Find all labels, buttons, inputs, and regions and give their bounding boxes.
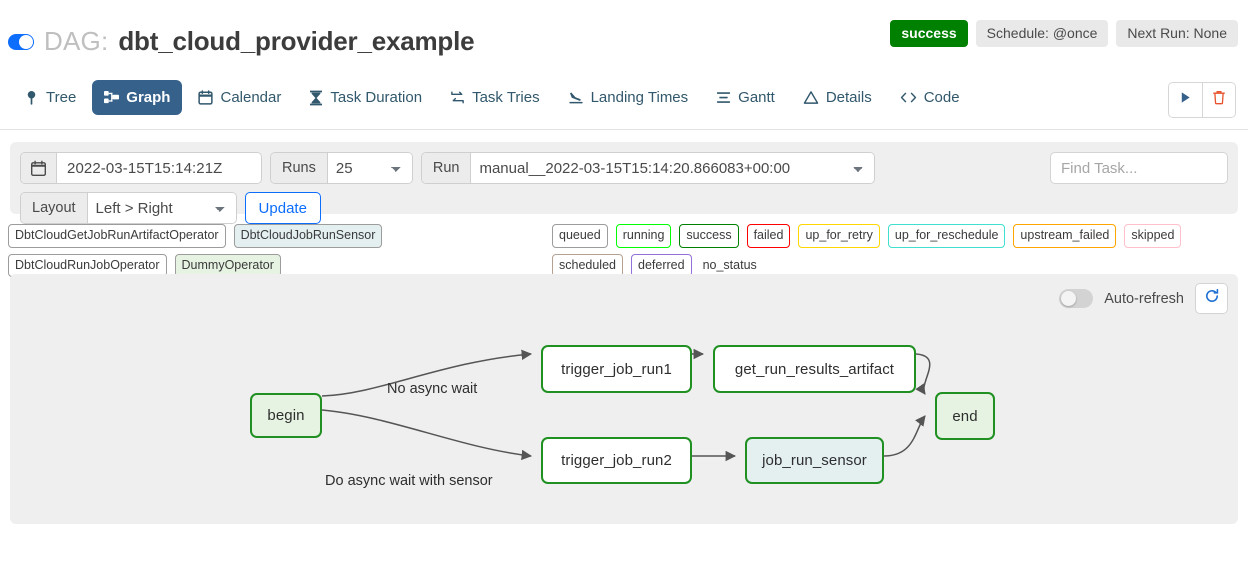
dag-nav-tabs: Tree Graph Calendar Task Duration Task T bbox=[0, 72, 1248, 130]
graph-node-job_run_sensor[interactable]: job_run_sensor bbox=[745, 437, 884, 484]
layout-select[interactable]: Left > RightRight > LeftTop > BottomBott… bbox=[87, 193, 236, 223]
layout-label: Layout bbox=[21, 193, 88, 223]
graph-edge-label: Do async wait with sensor bbox=[325, 473, 493, 489]
graph-edge-label: No async wait bbox=[387, 381, 478, 397]
tab-label: Graph bbox=[126, 89, 171, 106]
play-icon bbox=[1179, 91, 1192, 109]
tab-label: Details bbox=[825, 89, 872, 106]
runs-select[interactable]: 52550100365 bbox=[327, 153, 412, 183]
execution-date-group bbox=[20, 152, 262, 184]
tab-label: Tree bbox=[46, 89, 77, 106]
update-button[interactable]: Update bbox=[244, 192, 321, 224]
tab-details[interactable]: Details bbox=[791, 80, 884, 115]
runs-group: Runs 52550100365 bbox=[270, 152, 413, 184]
code-icon bbox=[900, 90, 917, 105]
tree-icon bbox=[24, 90, 39, 106]
state-legend-chip[interactable]: up_for_reschedule bbox=[887, 224, 1006, 248]
dag-pause-toggle[interactable] bbox=[8, 33, 34, 50]
state-legend-chip[interactable]: scheduled bbox=[552, 253, 623, 277]
tab-label: Landing Times bbox=[590, 89, 689, 106]
page-title: DAG: dbt_cloud_provider_example bbox=[8, 26, 475, 57]
tab-label: Gantt bbox=[738, 89, 775, 106]
delete-dag-button[interactable] bbox=[1202, 83, 1235, 117]
state-legend-chip[interactable]: no_status bbox=[702, 257, 757, 272]
state-legend-chip[interactable]: queued bbox=[552, 224, 608, 248]
graph-node-trigger_job_run2[interactable]: trigger_job_run2 bbox=[541, 437, 692, 484]
layout-group: Layout Left > RightRight > LeftTop > Bot… bbox=[20, 192, 237, 224]
run-group: Run manual__2022-03-15T15:14:20.866083+0… bbox=[420, 152, 876, 184]
auto-refresh-toggle[interactable] bbox=[1059, 289, 1094, 308]
tab-label: Code bbox=[923, 89, 960, 106]
tab-task-tries[interactable]: Task Tries bbox=[438, 80, 552, 115]
runs-label: Runs bbox=[271, 153, 328, 183]
status-badge: success bbox=[890, 20, 968, 47]
landing-icon bbox=[568, 90, 584, 105]
tab-tree[interactable]: Tree bbox=[12, 80, 88, 115]
state-legend-chip[interactable]: deferred bbox=[631, 253, 692, 277]
dag-label: DAG: bbox=[44, 26, 109, 56]
dag-name: dbt_cloud_provider_example bbox=[118, 26, 475, 56]
operator-legend-chip[interactable]: DbtCloudJobRunSensor bbox=[233, 224, 383, 248]
tab-graph[interactable]: Graph bbox=[92, 80, 183, 115]
hourglass-icon bbox=[309, 90, 323, 106]
schedule-badge[interactable]: Schedule: @once bbox=[975, 20, 1109, 47]
trigger-dag-button[interactable] bbox=[1169, 83, 1202, 117]
refresh-button[interactable] bbox=[1195, 283, 1228, 314]
tab-calendar[interactable]: Calendar bbox=[186, 80, 293, 115]
execution-date-input[interactable] bbox=[57, 153, 261, 183]
state-legend: queued running success failed up_for_retry up… bbox=[552, 224, 1242, 277]
graph-node-trigger_job_run1[interactable]: trigger_job_run1 bbox=[541, 345, 692, 393]
tab-code[interactable]: Code bbox=[888, 80, 972, 115]
graph-icon bbox=[104, 90, 120, 105]
graph-node-get_run_results_artifact[interactable]: get_run_results_artifact bbox=[713, 345, 916, 393]
gantt-icon bbox=[716, 90, 731, 105]
graph-edges bbox=[321, 348, 931, 462]
calendar-icon[interactable] bbox=[21, 153, 57, 183]
graph-node-end[interactable]: end bbox=[935, 392, 995, 440]
graph-toolbar: Auto-refresh bbox=[1059, 283, 1228, 314]
calendar-icon bbox=[198, 90, 214, 105]
tab-task-duration[interactable]: Task Duration bbox=[297, 80, 434, 115]
header-badges: success Schedule: @once Next Run: None bbox=[890, 20, 1238, 47]
next-run-badge: Next Run: None bbox=[1116, 20, 1238, 47]
dag-header: DAG: dbt_cloud_provider_example success … bbox=[0, 0, 1248, 72]
tab-landing-times[interactable]: Landing Times bbox=[556, 80, 701, 115]
operator-legend-chip[interactable]: DbtCloudRunJobOperator bbox=[8, 253, 167, 277]
filter-bar: Runs 52550100365 Run manual__2022-03-15T… bbox=[10, 142, 1238, 224]
auto-refresh-label: Auto-refresh bbox=[1104, 290, 1184, 307]
state-legend-chip[interactable]: up_for_retry bbox=[798, 224, 880, 248]
operator-legend-chip[interactable]: DummyOperator bbox=[174, 253, 281, 277]
operator-legend-chip[interactable]: DbtCloudGetJobRunArtifactOperator bbox=[8, 224, 226, 248]
tab-label: Task Duration bbox=[330, 89, 423, 106]
refresh-icon bbox=[1204, 288, 1220, 309]
dag-action-buttons bbox=[1168, 82, 1236, 118]
retry-icon bbox=[450, 90, 465, 105]
run-label: Run bbox=[421, 153, 472, 183]
tab-label: Calendar bbox=[220, 89, 282, 106]
tab-gantt[interactable]: Gantt bbox=[704, 80, 787, 115]
state-legend-chip[interactable]: skipped bbox=[1124, 224, 1182, 248]
trash-icon bbox=[1212, 90, 1226, 110]
state-legend-chip[interactable]: success bbox=[679, 224, 739, 248]
tab-label: Task Tries bbox=[472, 89, 540, 106]
state-legend-chip[interactable]: running bbox=[615, 224, 672, 248]
graph-node-begin[interactable]: begin bbox=[250, 393, 322, 438]
warning-triangle-icon bbox=[803, 90, 819, 105]
state-legend-chip[interactable]: failed bbox=[746, 224, 791, 248]
find-task-input[interactable] bbox=[1050, 152, 1228, 184]
run-select[interactable]: manual__2022-03-15T15:14:20.866083+00:00 bbox=[471, 153, 875, 183]
state-legend-chip[interactable]: upstream_failed bbox=[1013, 224, 1117, 248]
